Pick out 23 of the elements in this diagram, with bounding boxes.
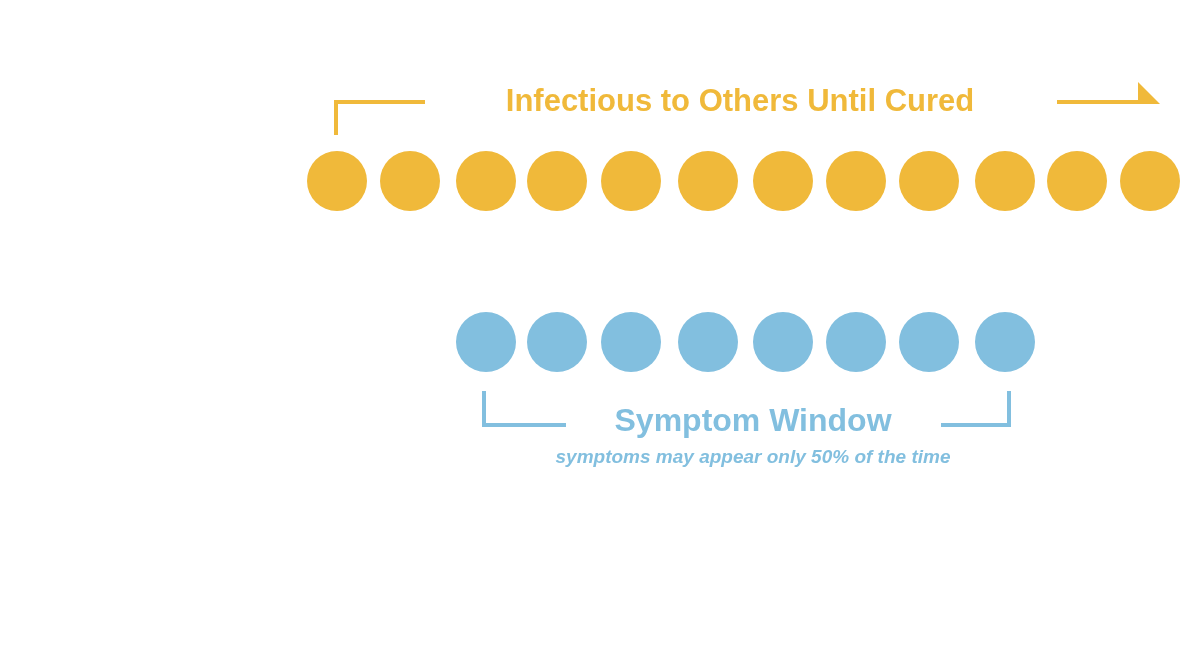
dot xyxy=(1047,151,1107,211)
dot xyxy=(678,151,738,211)
dot xyxy=(380,151,440,211)
dot xyxy=(527,312,587,372)
dot xyxy=(456,312,516,372)
dot xyxy=(678,312,738,372)
dot xyxy=(899,151,959,211)
dot xyxy=(899,312,959,372)
dot xyxy=(753,151,813,211)
dot xyxy=(826,312,886,372)
dot xyxy=(527,151,587,211)
dot xyxy=(601,151,661,211)
dot xyxy=(975,151,1035,211)
dot xyxy=(456,151,516,211)
dot xyxy=(975,312,1035,372)
dot xyxy=(1120,151,1180,211)
dot xyxy=(826,151,886,211)
dot xyxy=(753,312,813,372)
subheading: symptoms may appear only 50% of the time xyxy=(555,446,951,468)
dot xyxy=(601,312,661,372)
heading: Symptom Window xyxy=(614,403,892,439)
dot xyxy=(307,151,367,211)
heading: Infectious to Others Until Cured xyxy=(505,83,975,119)
